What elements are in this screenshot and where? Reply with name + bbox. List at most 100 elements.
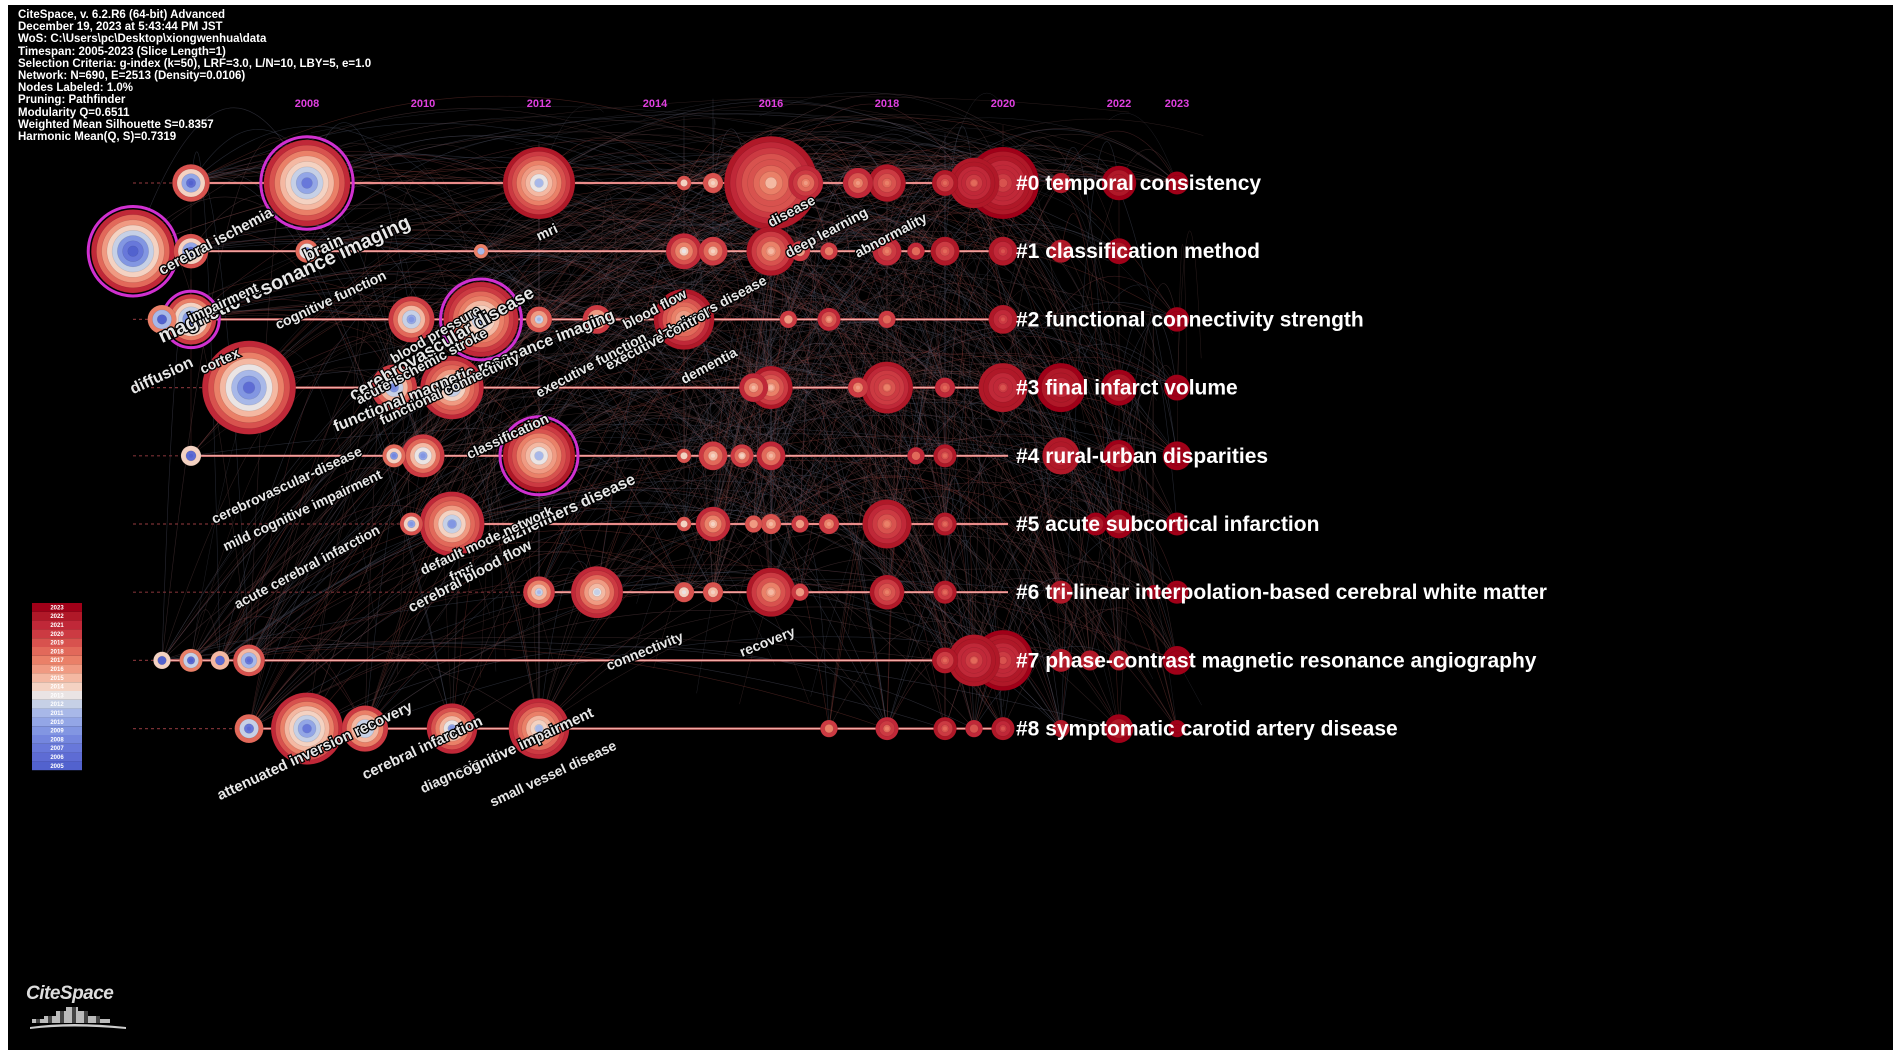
cluster-node[interactable] (702, 581, 724, 603)
cluster-node[interactable] (869, 574, 905, 610)
cluster-node[interactable] (862, 499, 912, 549)
cluster-node[interactable] (201, 340, 297, 435)
cluster-node[interactable] (653, 288, 715, 350)
cluster-node[interactable] (907, 446, 925, 465)
cluster-node[interactable] (1104, 509, 1134, 539)
cluster-node[interactable] (147, 304, 177, 335)
cluster-node[interactable] (161, 289, 221, 350)
cluster-node[interactable] (723, 135, 819, 231)
cluster-node[interactable] (872, 236, 902, 266)
cluster-node[interactable] (525, 306, 553, 333)
cluster-node[interactable] (180, 445, 202, 467)
cluster-label[interactable]: #1 classification method (1016, 240, 1260, 263)
cluster-node[interactable] (1102, 439, 1136, 472)
cluster-node[interactable] (676, 516, 692, 532)
cluster-node[interactable] (746, 567, 796, 617)
cluster-node[interactable] (1105, 237, 1133, 265)
cluster-node[interactable] (930, 236, 960, 266)
cluster-label[interactable]: #3 final infarct volume (1016, 377, 1238, 400)
cluster-node[interactable] (522, 576, 556, 609)
cluster-node[interactable] (426, 703, 478, 755)
cluster-node[interactable] (1052, 719, 1070, 738)
cluster-node[interactable] (1164, 306, 1190, 332)
cluster-node[interactable] (933, 512, 957, 536)
cluster-node[interactable] (744, 515, 763, 533)
cluster-node[interactable] (1104, 713, 1134, 744)
cluster-node[interactable] (965, 719, 983, 738)
cluster-node[interactable] (702, 172, 724, 194)
cluster-node[interactable] (1165, 580, 1189, 605)
cluster-node[interactable] (1049, 580, 1073, 605)
cluster-node[interactable] (259, 135, 355, 231)
cluster-label[interactable]: #5 acute subcortical infarction (1016, 513, 1319, 536)
cluster-node[interactable] (1168, 719, 1186, 738)
cluster-label[interactable]: #4 rural-urban disparities (1016, 445, 1268, 468)
cluster-node[interactable] (210, 650, 230, 671)
cluster-node[interactable] (388, 296, 435, 343)
cluster-node[interactable] (1079, 650, 1101, 671)
cluster-node[interactable] (508, 698, 570, 760)
cluster-node[interactable] (420, 355, 484, 420)
cluster-node[interactable] (695, 506, 731, 542)
visualization-canvas[interactable]: CiteSpace, v. 6.2.R6 (64-bit) Advanced D… (8, 5, 1893, 1050)
cluster-label[interactable]: #6 tri-linear interpolation-based cerebr… (1016, 581, 1547, 604)
cluster-node[interactable] (399, 512, 424, 536)
cluster-node[interactable] (173, 233, 209, 269)
cluster-node[interactable] (933, 443, 957, 468)
cluster-node[interactable] (867, 163, 907, 203)
cluster-node[interactable] (934, 377, 956, 398)
cluster-node[interactable] (1146, 584, 1162, 600)
cluster-node[interactable] (1162, 441, 1192, 471)
cluster-node[interactable] (382, 443, 406, 468)
cluster-node[interactable] (933, 580, 957, 605)
cluster-node[interactable] (1041, 436, 1081, 475)
cluster-node[interactable] (860, 361, 914, 414)
cluster-node[interactable] (1101, 165, 1137, 201)
cluster-node[interactable] (179, 648, 203, 673)
cluster-label[interactable]: #0 temporal consistency (1016, 172, 1261, 195)
cluster-node[interactable] (295, 239, 319, 264)
cluster-node[interactable] (789, 240, 811, 262)
cluster-node[interactable] (1100, 369, 1138, 406)
cluster-node[interactable] (730, 443, 754, 468)
cluster-node[interactable] (171, 163, 211, 203)
cluster-node[interactable] (817, 307, 841, 332)
cluster-node[interactable] (582, 304, 612, 335)
cluster-node[interactable] (818, 513, 840, 535)
cluster-node[interactable] (370, 364, 418, 411)
cluster-node[interactable] (738, 372, 769, 403)
cluster-node[interactable] (746, 226, 796, 276)
cluster-node[interactable] (1050, 172, 1072, 194)
cluster-node[interactable] (473, 243, 489, 259)
cluster-node[interactable] (676, 175, 692, 191)
node-layer[interactable] (86, 135, 1192, 765)
cluster-node[interactable] (875, 716, 899, 741)
cluster-node[interactable] (820, 719, 838, 738)
cluster-node[interactable] (341, 705, 389, 752)
cluster-node[interactable] (820, 242, 838, 261)
cluster-node[interactable] (878, 310, 896, 329)
cluster-node[interactable] (1083, 512, 1108, 536)
cluster-node[interactable] (498, 415, 580, 497)
cluster-node[interactable] (698, 236, 728, 266)
cluster-node[interactable] (1108, 650, 1130, 671)
cluster-label[interactable]: #8 symptomatic carotid artery disease (1016, 718, 1398, 741)
cluster-node[interactable] (86, 204, 180, 298)
cluster-node[interactable] (791, 515, 809, 533)
cluster-node[interactable] (1163, 374, 1191, 401)
cluster-node[interactable] (756, 441, 786, 471)
cluster-node[interactable] (933, 716, 957, 741)
cluster-node[interactable] (1162, 645, 1192, 676)
cluster-node[interactable] (1049, 239, 1073, 264)
cluster-node[interactable] (842, 167, 874, 199)
cluster-node[interactable] (232, 644, 266, 677)
cluster-node[interactable] (676, 448, 692, 464)
cluster-node[interactable] (991, 716, 1015, 741)
cluster-node[interactable] (270, 692, 344, 765)
cluster-node[interactable] (788, 165, 824, 201)
cluster-node[interactable] (401, 433, 445, 478)
cluster-node[interactable] (665, 232, 703, 270)
cluster-node[interactable] (948, 157, 1000, 209)
cluster-node[interactable] (931, 647, 959, 674)
